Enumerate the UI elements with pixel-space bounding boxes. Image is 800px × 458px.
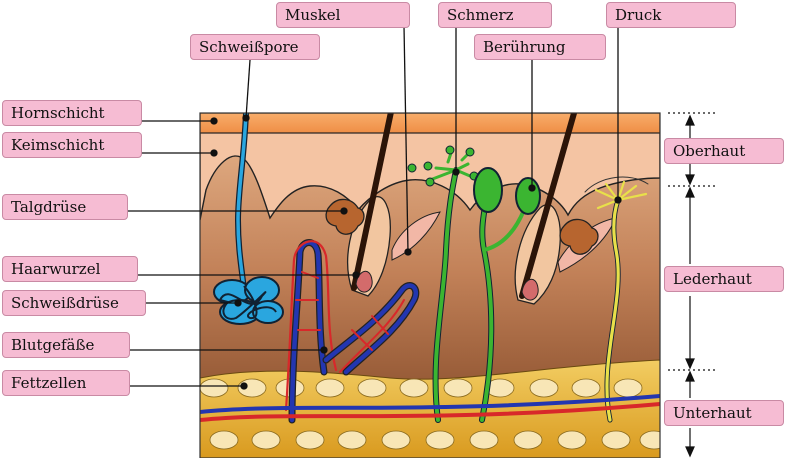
fettzelle	[399, 378, 429, 398]
label-schweissdruese: Schweißdrüse	[2, 290, 146, 316]
keimschicht-layer	[200, 131, 660, 221]
label-haarwurzel: Haarwurzel	[2, 256, 138, 282]
fettzelle	[639, 430, 660, 450]
label-fettzellen: Fettzellen	[2, 370, 130, 396]
druck-nerve	[584, 176, 649, 423]
schweissdruese-gland	[213, 276, 284, 325]
unterhaut-arterie	[200, 402, 660, 422]
label-beruehrung: Berührung	[474, 34, 606, 60]
blutgefaesse-network	[284, 239, 420, 424]
label-druck: Druck	[606, 2, 736, 28]
fettzelle	[315, 378, 345, 398]
label-talgdruese: Talgdrüse	[2, 194, 128, 220]
fettzelle	[200, 378, 229, 398]
label-hornschicht: Hornschicht	[2, 100, 142, 126]
fettzelle	[209, 430, 239, 450]
haarwurzel-right	[514, 113, 617, 305]
leader-lines	[128, 25, 622, 390]
label-lederhaut: Lederhaut	[664, 266, 784, 292]
fettzelle	[513, 430, 543, 450]
label-keimschicht: Keimschicht	[2, 132, 142, 158]
label-schmerz: Schmerz	[438, 2, 552, 28]
haarwurzel-left	[325, 113, 441, 297]
label-schweisspore: Schweißpore	[190, 34, 320, 60]
fettzelle	[601, 430, 631, 450]
fettzelle	[443, 378, 473, 398]
fettzelle	[381, 430, 411, 450]
fettzelle	[357, 378, 387, 398]
hornschicht-layer	[200, 113, 660, 134]
fettzelle	[425, 430, 455, 450]
label-blutgefaesse: Blutgefäße	[2, 332, 130, 358]
fettzelle	[251, 430, 281, 450]
fettzelle	[529, 378, 559, 398]
fettzellen-group	[200, 378, 660, 450]
fettzelle	[571, 378, 601, 398]
fettzelle	[557, 430, 587, 450]
fettzelle	[295, 430, 325, 450]
unterhaut-vene	[200, 394, 660, 414]
layer-brackets	[668, 112, 718, 458]
schmerz-nerve	[407, 145, 479, 423]
label-unterhaut: Unterhaut	[664, 400, 784, 426]
fettzelle	[337, 430, 367, 450]
fettzelle	[469, 430, 499, 450]
fettzelle	[613, 378, 643, 398]
label-oberhaut: Oberhaut	[664, 138, 784, 164]
label-muskel: Muskel	[276, 2, 410, 28]
